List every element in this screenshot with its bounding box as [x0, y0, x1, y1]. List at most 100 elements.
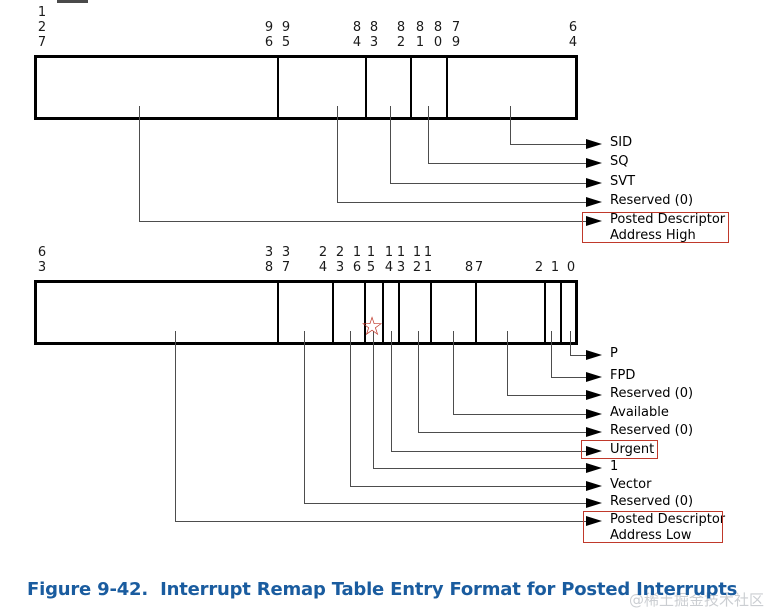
leader-reserved-13-12 — [418, 331, 419, 432]
leader-reserved-95-84 — [337, 106, 338, 202]
lower-qword-bit-label: 1 — [550, 260, 560, 275]
arrowhead-vector — [586, 481, 602, 491]
leader-available — [453, 331, 454, 414]
lower-qword-bit-label: 2 4 — [318, 245, 328, 275]
lower-qword-bit-label: 1 5 — [366, 245, 376, 275]
field-label-vector: Vector — [610, 477, 652, 492]
field-label-svt: SVT — [610, 174, 636, 189]
field-label-reserved-7-2: Reserved (0) — [610, 386, 694, 401]
upper-qword-bit-label: 8 2 — [396, 20, 406, 50]
arrowhead-reserved-37-24 — [586, 498, 602, 508]
leader-im-1 — [373, 468, 586, 469]
leader-fpd — [551, 377, 586, 378]
upper-qword-bit-label: 9 6 — [264, 20, 274, 50]
highlight-box-pda-high — [582, 212, 729, 243]
upper-qword-bit-label: 8 4 — [352, 20, 362, 50]
lower-qword-bit-label: 3 8 — [264, 245, 274, 275]
highlight-box-pda-low — [583, 511, 723, 543]
field-label-pda-low: Posted Descriptor Address Low — [610, 512, 726, 543]
arrowhead-pda-low — [586, 516, 602, 526]
leader-urgent — [391, 451, 586, 452]
lower-qword-bit-label: 1 3 — [396, 245, 406, 275]
leader-reserved-37-24 — [304, 503, 586, 504]
leader-pda-high — [139, 106, 140, 221]
arrowhead-available — [586, 409, 602, 419]
leader-reserved-13-12 — [418, 432, 586, 433]
highlight-box-urgent — [581, 440, 658, 459]
leader-reserved-7-2 — [507, 331, 508, 395]
leader-p — [570, 331, 571, 355]
lower-qword-bit-label: 8 — [464, 260, 474, 275]
lower-qword-bit-label: 0 — [566, 260, 576, 275]
lower-qword-bit-label: 1 2 — [412, 245, 422, 275]
arrowhead-reserved-13-12 — [586, 427, 602, 437]
lower-qword-bit-label: 7 — [474, 260, 484, 275]
lower-qword-box — [34, 280, 578, 345]
leader-p — [570, 355, 586, 356]
lower-qword-bit-label: 6 3 — [37, 245, 47, 275]
leader-sq — [428, 106, 429, 163]
arrowhead-svt — [586, 178, 602, 188]
upper-qword-bit-label: 6 4 — [568, 20, 578, 50]
lower-qword-field-divider — [430, 282, 432, 343]
leader-svt — [390, 183, 586, 184]
lower-qword-field-divider — [544, 282, 546, 343]
leader-reserved-7-2 — [507, 395, 586, 396]
leader-available — [453, 414, 586, 415]
leader-vector — [350, 486, 586, 487]
field-label-im-1: 1 — [610, 459, 619, 474]
leader-vector — [350, 331, 351, 486]
lower-qword-field-divider — [332, 282, 334, 343]
field-label-available: Available — [610, 405, 669, 420]
upper-qword-field-divider — [410, 57, 412, 118]
leader-pda-low — [175, 521, 586, 522]
field-label-sid: SID — [610, 135, 633, 150]
field-label-pda-high: Posted Descriptor Address High — [610, 212, 726, 243]
leader-fpd — [551, 331, 552, 377]
crop-artifact — [57, 0, 88, 3]
upper-qword-bit-label: 8 3 — [369, 20, 379, 50]
lower-qword-bit-label: 3 7 — [281, 245, 291, 275]
lower-qword-bit-label: 2 — [534, 260, 544, 275]
field-label-reserved-95-84: Reserved (0) — [610, 193, 694, 208]
leader-sid — [510, 144, 586, 145]
leader-pda-high — [139, 221, 586, 222]
field-label-sq: SQ — [610, 154, 629, 169]
leader-sq — [428, 163, 586, 164]
leader-urgent — [391, 331, 392, 451]
upper-qword-field-divider — [277, 57, 279, 118]
arrowhead-pda-high — [586, 216, 602, 226]
arrowhead-urgent — [586, 446, 602, 456]
figure-caption: Figure 9-42. Interrupt Remap Table Entry… — [27, 579, 738, 600]
leader-reserved-37-24 — [304, 331, 305, 503]
arrowhead-reserved-95-84 — [586, 197, 602, 207]
upper-qword-box — [34, 55, 578, 120]
upper-qword-bit-label: 1 2 7 — [37, 5, 47, 50]
leader-im-1 — [373, 331, 374, 468]
arrowhead-fpd — [586, 372, 602, 382]
lower-qword-bit-label: 2 3 — [335, 245, 345, 275]
lower-qword-bit-label: 1 6 — [352, 245, 362, 275]
leader-reserved-95-84 — [337, 202, 586, 203]
field-label-p: P — [610, 346, 618, 361]
upper-qword-field-divider — [446, 57, 448, 118]
lower-qword-field-divider — [560, 282, 562, 343]
arrowhead-sid — [586, 139, 602, 149]
field-label-reserved-13-12: Reserved (0) — [610, 423, 694, 438]
upper-qword-bit-label: 7 9 — [451, 20, 461, 50]
star-icon: ☆ — [360, 312, 384, 342]
lower-qword-field-divider — [364, 282, 366, 343]
field-label-reserved-37-24: Reserved (0) — [610, 494, 694, 509]
leader-svt — [390, 106, 391, 183]
lower-qword-field-divider — [475, 282, 477, 343]
upper-qword-bit-label: 9 5 — [281, 20, 291, 50]
upper-qword-bit-label: 8 1 — [415, 20, 425, 50]
field-label-fpd: FPD — [610, 368, 636, 383]
lower-qword-field-divider — [398, 282, 400, 343]
leader-pda-low — [175, 331, 176, 521]
arrowhead-reserved-7-2 — [586, 390, 602, 400]
lower-qword-field-divider — [277, 282, 279, 343]
leader-sid — [510, 106, 511, 144]
